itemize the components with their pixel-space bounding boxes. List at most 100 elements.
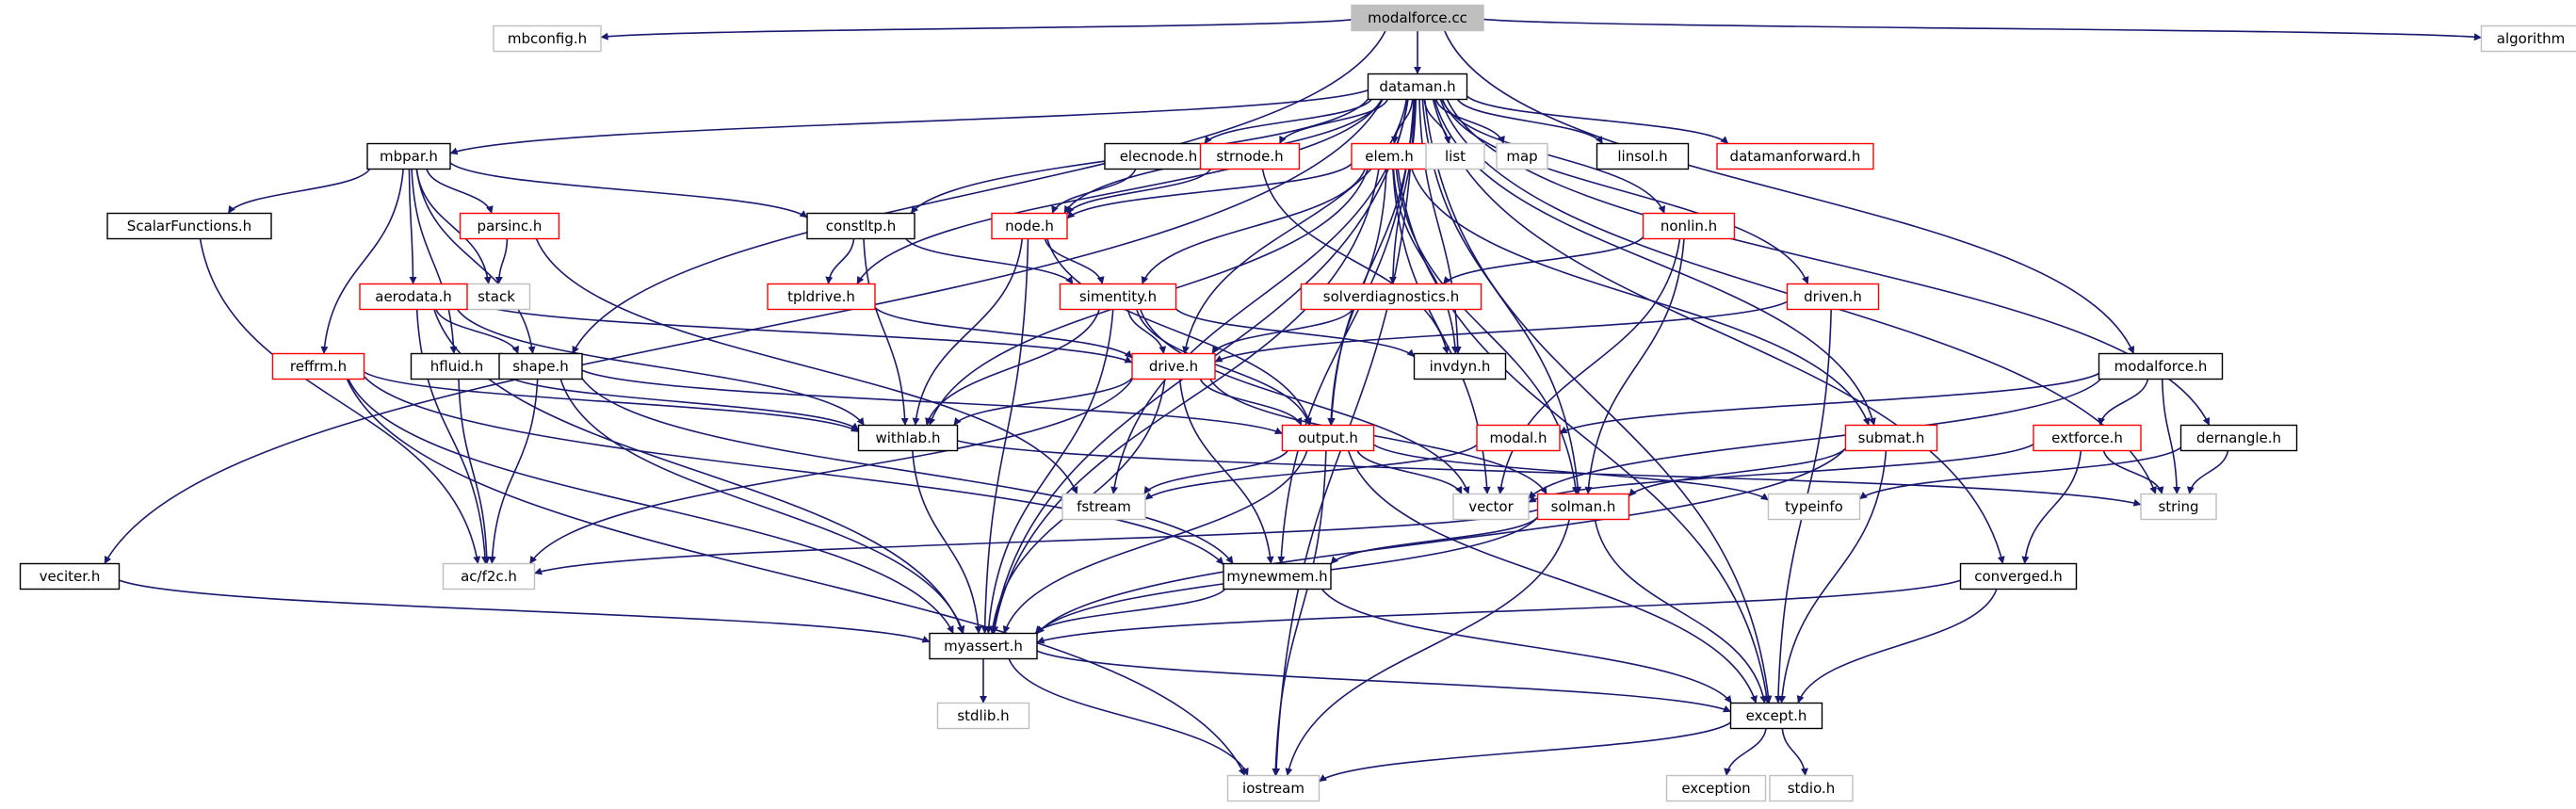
edge-solman_h-to-mynewmem_h — [1330, 516, 1539, 565]
edge-modalforce_cc-to-algorithm — [1482, 18, 2482, 41]
node-string[interactable]: string — [2140, 493, 2217, 521]
node-label: mbconfig.h — [508, 30, 587, 47]
node-strnode-h[interactable]: strnode.h — [1199, 142, 1301, 170]
node-node-h[interactable]: node.h — [991, 212, 1068, 240]
node-shape-h[interactable]: shape.h — [498, 352, 583, 380]
node-label: driven.h — [1804, 288, 1862, 305]
edge-modalforce_cc-to-modalforce_h — [1443, 30, 2135, 354]
node-mbconfig-h[interactable]: mbconfig.h — [493, 24, 602, 53]
node-driven-h[interactable]: driven.h — [1786, 283, 1880, 311]
node-myassert-h[interactable]: myassert.h — [929, 632, 1038, 660]
node-vector[interactable]: vector — [1452, 493, 1530, 521]
edge-mbpar_h-to-aerodata_h — [408, 169, 417, 284]
edge-reffrm_h-to-mynewmem_h — [363, 376, 1224, 565]
edge-output_h-to-except_h — [1347, 450, 1758, 704]
edge-dataman_h-to-fstream — [1110, 99, 1409, 494]
node-box — [2480, 24, 2576, 53]
edge-vecliter_h-to-myassert_h — [119, 579, 931, 643]
node-mbpar-h[interactable]: mbpar.h — [366, 142, 451, 170]
node-solverdiagnostics-h[interactable]: solverdiagnostics.h — [1300, 283, 1482, 311]
node-datamanforward-h[interactable]: datamanforward.h — [1716, 142, 1874, 170]
node-elecnode-h[interactable]: elecnode.h — [1104, 142, 1213, 170]
edge-simentity_h-to-myassert_h — [984, 309, 1114, 634]
node-ac-f2c-h[interactable]: ac/f2c.h — [442, 562, 536, 591]
node-constltp-h[interactable]: constltp.h — [806, 212, 915, 240]
node-label: hfluid.h — [430, 358, 483, 375]
node-submat-h[interactable]: submat.h — [1844, 424, 1938, 452]
node-box — [359, 283, 468, 311]
node-mynewmem-h[interactable]: mynewmem.h — [1223, 562, 1332, 591]
node-invdyn-h[interactable]: invdyn.h — [1413, 352, 1507, 380]
node-box — [1959, 562, 2078, 591]
edge-mbpar_h-to-parsinc_h — [426, 169, 494, 214]
edge-dataman_h-to-except_h — [1423, 99, 1773, 704]
node-label: converged.h — [1974, 568, 2063, 585]
node-stack[interactable]: stack — [462, 283, 531, 311]
node-aerodata-h[interactable]: aerodata.h — [359, 283, 468, 311]
edge-dataman_h-to-mynewmem_h — [1277, 99, 1415, 564]
edge-tpldrive_h-to-drive_h — [874, 307, 1133, 359]
edge-dataman_h-to-map — [1434, 99, 1505, 144]
edge-node_h-to-myassert_h — [980, 238, 1029, 634]
node-modal-h[interactable]: modal.h — [1476, 424, 1561, 452]
node-solman-h[interactable]: solman.h — [1536, 493, 1630, 521]
node-box — [19, 562, 121, 591]
node-fstream[interactable]: fstream — [1061, 493, 1146, 521]
node-vecliter-h[interactable]: veciter.h — [19, 562, 121, 591]
node-box — [991, 212, 1068, 240]
edge-drive_h-to-output_h — [1199, 379, 1303, 426]
node-map[interactable]: map — [1496, 142, 1548, 170]
node-exception[interactable]: exception — [1665, 774, 1767, 802]
node-label: stdlib.h — [957, 707, 1009, 724]
node-stdlib-h[interactable]: stdlib.h — [936, 702, 1030, 730]
edge-node_h-to-output_h — [1046, 238, 1312, 426]
node-simentity-h[interactable]: simentity.h — [1059, 283, 1177, 311]
node-modalforce-cc[interactable]: modalforce.cc — [1351, 4, 1484, 32]
node-list[interactable]: list — [1425, 142, 1485, 170]
node-label: reffrm.h — [290, 358, 347, 375]
node-iostream[interactable]: iostream — [1226, 774, 1320, 802]
node-label: typeinfo — [1785, 498, 1843, 515]
edge-dataman_h-to-invdyn_h — [1418, 99, 1462, 354]
edge-hfluid_h-to-withlab_h — [502, 373, 859, 431]
node-label: map — [1506, 148, 1537, 165]
edge-mynewmem_h-to-except_h — [1321, 589, 1732, 704]
edge-aerodata_h-to-ac_f2c_h — [415, 309, 489, 564]
edge-aerodata_h-to-withlab_h — [456, 309, 866, 426]
edge-nonlin_h-to-vector — [1497, 238, 1681, 494]
node-tpldrive-h[interactable]: tpldrive.h — [767, 283, 876, 311]
edge-dataman_h-to-strnode_h — [1278, 99, 1389, 144]
node-dernangle-h[interactable]: dernangle.h — [2179, 424, 2298, 452]
node-algorithm[interactable]: algorithm — [2480, 24, 2576, 53]
edge-simentity_h-to-withlab_h — [925, 309, 1100, 426]
node-box — [1769, 774, 1854, 802]
edge-converged_h-to-except_h — [1796, 589, 1998, 704]
node-label: mbpar.h — [380, 148, 438, 165]
node-label: aerodata.h — [375, 288, 452, 305]
node-stdio-h[interactable]: stdio.h — [1769, 774, 1854, 802]
node-typeinfo[interactable]: typeinfo — [1767, 493, 1861, 521]
node-box — [1367, 73, 1468, 101]
node-except-h[interactable]: except.h — [1729, 702, 1823, 730]
node-converged-h[interactable]: converged.h — [1959, 562, 2078, 591]
node-withlab-h[interactable]: withlab.h — [857, 424, 959, 452]
node-linsol-h[interactable]: linsol.h — [1596, 142, 1690, 170]
node-drive-h[interactable]: drive.h — [1131, 352, 1216, 380]
edge-except_h-to-exception — [1724, 728, 1767, 776]
node-box — [1061, 493, 1146, 521]
edge-dataman_h-to-converged_h — [1432, 99, 2005, 564]
node-dataman-h[interactable]: dataman.h — [1367, 73, 1468, 101]
node-nonlin-h[interactable]: nonlin.h — [1642, 212, 1736, 240]
node-parsinc-h[interactable]: parsinc.h — [459, 212, 560, 240]
node-reffrm-h[interactable]: reffrm.h — [271, 352, 365, 380]
edge-elem_h-to-node_h — [1066, 163, 1353, 219]
node-hfluid-h[interactable]: hfluid.h — [410, 352, 504, 380]
node-extforce-h[interactable]: extforce.h — [2033, 424, 2142, 452]
node-output-h[interactable]: output.h — [1281, 424, 1375, 452]
node-modalforce-h[interactable]: modalforce.h — [2098, 352, 2224, 380]
node-box — [2033, 424, 2142, 452]
node-elem-h[interactable]: elem.h — [1351, 142, 1428, 170]
node-label: output.h — [1298, 429, 1358, 446]
edge-except_h-to-iostream — [1319, 721, 1731, 783]
node-scalarfunctions-h[interactable]: ScalarFunctions.h — [106, 212, 272, 240]
